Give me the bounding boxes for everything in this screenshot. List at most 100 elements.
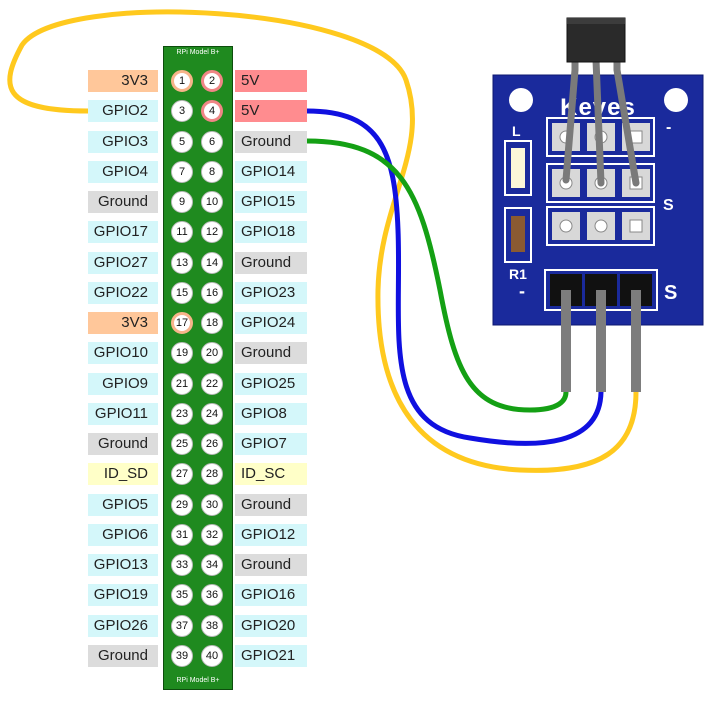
pin-label-28: ID_SC	[235, 463, 307, 486]
pin-label-35: GPIO19	[88, 584, 158, 607]
pad-hole-3-2	[594, 219, 608, 233]
pin-10: 10	[201, 191, 223, 213]
header-leg-2	[596, 290, 606, 392]
led-outline	[504, 140, 532, 196]
pin-6: 6	[201, 130, 223, 153]
led-label: L	[512, 123, 521, 139]
pin-label-22: GPIO25	[235, 372, 307, 395]
pin-28: 28	[201, 463, 223, 486]
pin-16: 16	[201, 281, 223, 304]
pin-29: 29	[171, 493, 193, 516]
pin-39: 39	[171, 644, 193, 667]
pin-21: 21	[171, 372, 193, 395]
pin-label-25: Ground	[88, 433, 158, 455]
pin-label-27: ID_SD	[88, 463, 158, 486]
mounting-hole-right	[664, 88, 688, 112]
pin-label-13: GPIO27	[88, 251, 158, 274]
pin-label-32: GPIO12	[235, 523, 307, 546]
pin-32: 32	[201, 523, 223, 546]
pin-26: 26	[201, 433, 223, 455]
pin-40: 40	[201, 644, 223, 667]
pin-label-31: GPIO6	[88, 523, 158, 546]
pin-label-36: GPIO16	[235, 584, 307, 607]
pin-label-39: Ground	[88, 644, 158, 667]
pin-9: 9	[171, 191, 193, 213]
pin-30: 30	[201, 493, 223, 516]
sensor-leg-2	[592, 56, 605, 187]
pin-label-24: GPIO8	[235, 402, 307, 425]
sensor-body-top	[567, 18, 625, 24]
pin-19: 19	[171, 342, 193, 365]
pin-label-33: GPIO13	[88, 554, 158, 576]
pin-1: 1	[171, 70, 193, 92]
minus-label-top: -	[666, 119, 671, 136]
pin-label-3: GPIO2	[88, 100, 158, 123]
pin-23: 23	[171, 402, 193, 425]
pad-hole-3-3	[629, 219, 643, 233]
pin-7: 7	[171, 160, 193, 183]
pin-label-14: Ground	[235, 251, 307, 274]
pin-label-34: Ground	[235, 554, 307, 576]
pin-3: 3	[171, 100, 193, 123]
pin-label-11: GPIO17	[88, 221, 158, 244]
pin-14: 14	[201, 251, 223, 274]
pin-label-9: Ground	[88, 191, 158, 213]
pin-label-12: GPIO18	[235, 221, 307, 244]
pin-label-19: GPIO10	[88, 342, 158, 365]
sensor-leg-3	[613, 56, 640, 187]
pin-12: 12	[201, 221, 223, 244]
resistor-outline	[504, 207, 532, 263]
green-wire	[304, 138, 569, 413]
pin-37: 37	[171, 614, 193, 637]
s-label-bottom: S	[664, 282, 677, 304]
pin-label-30: Ground	[235, 493, 307, 516]
pin-label-29: GPIO5	[88, 493, 158, 516]
pin-17: 17	[171, 312, 193, 334]
pad-row-3	[546, 206, 655, 246]
pin-15: 15	[171, 281, 193, 304]
minus-label-bottom: -	[519, 281, 525, 301]
pin-36: 36	[201, 584, 223, 607]
gpio-header	[163, 46, 233, 690]
header-bottom-label: RPi Model B+	[176, 677, 220, 684]
pin-25: 25	[171, 433, 193, 455]
s-label-mid: S	[663, 197, 674, 214]
pin-label-20: Ground	[235, 342, 307, 365]
pin-label-17: 3V3	[88, 312, 158, 334]
pin-24: 24	[201, 402, 223, 425]
pin-label-26: GPIO7	[235, 433, 307, 455]
pin-11: 11	[171, 221, 193, 244]
pin-31: 31	[171, 523, 193, 546]
pin-13: 13	[171, 251, 193, 274]
pin-label-16: GPIO23	[235, 281, 307, 304]
pin-label-6: Ground	[235, 130, 307, 153]
pin-35: 35	[171, 584, 193, 607]
pin-38: 38	[201, 614, 223, 637]
pin-label-38: GPIO20	[235, 614, 307, 637]
pin-5: 5	[171, 130, 193, 153]
pin-label-15: GPIO22	[88, 281, 158, 304]
pin-18: 18	[201, 312, 223, 334]
resistor-label: R1	[509, 266, 527, 282]
blue-wire	[304, 108, 604, 446]
pad-hole-3-1	[559, 219, 573, 233]
pin-4: 4	[201, 100, 223, 123]
pin-34: 34	[201, 554, 223, 576]
pin-label-37: GPIO26	[88, 614, 158, 637]
header-leg-3	[631, 290, 641, 392]
pin-label-18: GPIO24	[235, 312, 307, 334]
pin-label-4: 5V	[235, 100, 307, 123]
resistor	[511, 216, 525, 252]
led	[511, 148, 525, 188]
yellow-wire	[7, 9, 639, 473]
sensor-body	[566, 17, 626, 63]
pin-label-21: GPIO9	[88, 372, 158, 395]
pin-22: 22	[201, 372, 223, 395]
mounting-hole-left	[509, 88, 533, 112]
pin-label-8: GPIO14	[235, 160, 307, 183]
pin-20: 20	[201, 342, 223, 365]
pin-label-5: GPIO3	[88, 130, 158, 153]
